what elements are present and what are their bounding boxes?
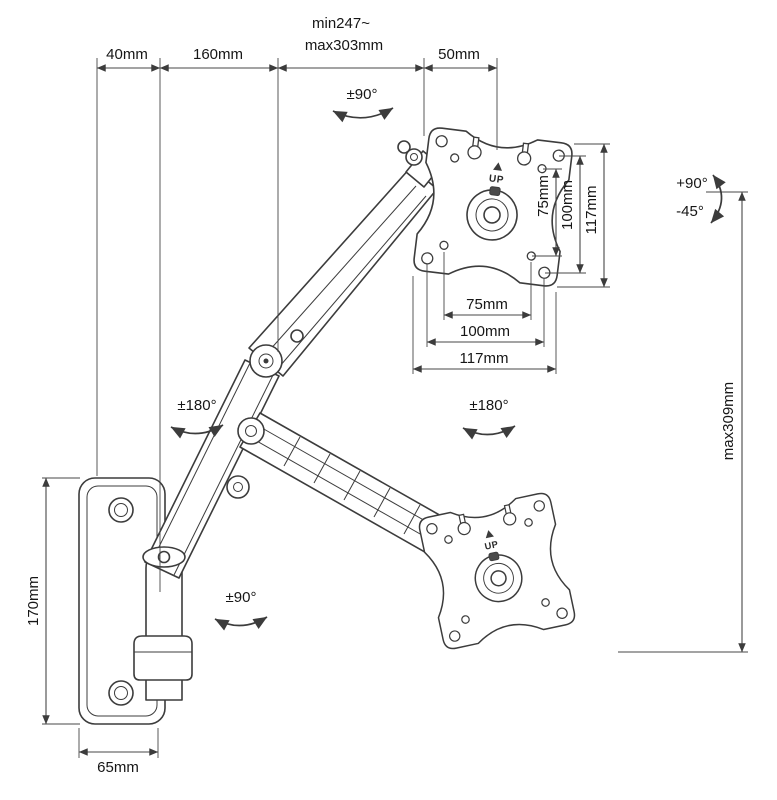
dim-vesa-right-117mm: 117mm: [583, 186, 600, 235]
dim-max309mm: max309mm: [720, 382, 737, 460]
dim-170mm: 170mm: [25, 576, 42, 626]
rotation-elbow: ±180°: [170, 397, 224, 439]
elbow-joints: [226, 344, 283, 499]
mount-column: [133, 553, 193, 701]
rotation-base-swivel: ±90°: [214, 589, 268, 631]
vesa-plate-upper: UP: [413, 127, 573, 287]
label-tilt-down: -45°: [676, 203, 704, 220]
bracket-width-dimension: 65mm: [78, 728, 159, 776]
label-head-swivel: ±90°: [347, 86, 378, 103]
rotation-head: ±180°: [462, 397, 516, 440]
label-head-rotation: ±180°: [469, 397, 508, 414]
label-elbow-rotation: ±180°: [177, 397, 216, 414]
dim-vesa-right-75mm: 75mm: [535, 175, 552, 217]
dim-min247: min247~: [312, 15, 370, 32]
dim-max303: max303mm: [305, 37, 383, 54]
rotation-head-swivel: ±90°: [332, 86, 394, 123]
dim-65mm: 65mm: [97, 759, 139, 776]
lower-arm: [142, 359, 280, 579]
up-label-lower: UP: [484, 539, 500, 552]
dim-40mm: 40mm: [106, 46, 148, 63]
top-dimension-chain: 40mm 160mm min247~ max303mm 50mm: [96, 15, 498, 72]
gas-spring-arm: [248, 166, 438, 377]
dim-vesa-bottom-75mm: 75mm: [466, 296, 508, 313]
dim-vesa-bottom-100mm: 100mm: [460, 323, 510, 340]
label-base-swivel: ±90°: [226, 589, 257, 606]
dim-vesa-right-100mm: 100mm: [559, 180, 576, 230]
vesa-bottom-dimensions: 75mm 100mm 117mm: [412, 252, 557, 374]
dim-vesa-bottom-117mm: 117mm: [460, 350, 509, 367]
up-label-upper: UP: [488, 173, 504, 186]
dim-160mm: 160mm: [193, 46, 243, 63]
vesa-right-dimensions: 75mm 100mm 117mm: [532, 143, 610, 288]
rotation-tilt: +90° -45°: [676, 174, 726, 224]
max-height-dimension: max309mm: [618, 191, 748, 653]
up-arrow-lower-icon: [485, 530, 494, 539]
vesa-plate-lower: UP: [418, 492, 576, 650]
label-tilt-up: +90°: [676, 175, 707, 192]
dim-50mm: 50mm: [438, 46, 480, 63]
bracket-height-dimension: 170mm: [25, 477, 80, 725]
up-arrow-upper-icon: [493, 162, 502, 171]
